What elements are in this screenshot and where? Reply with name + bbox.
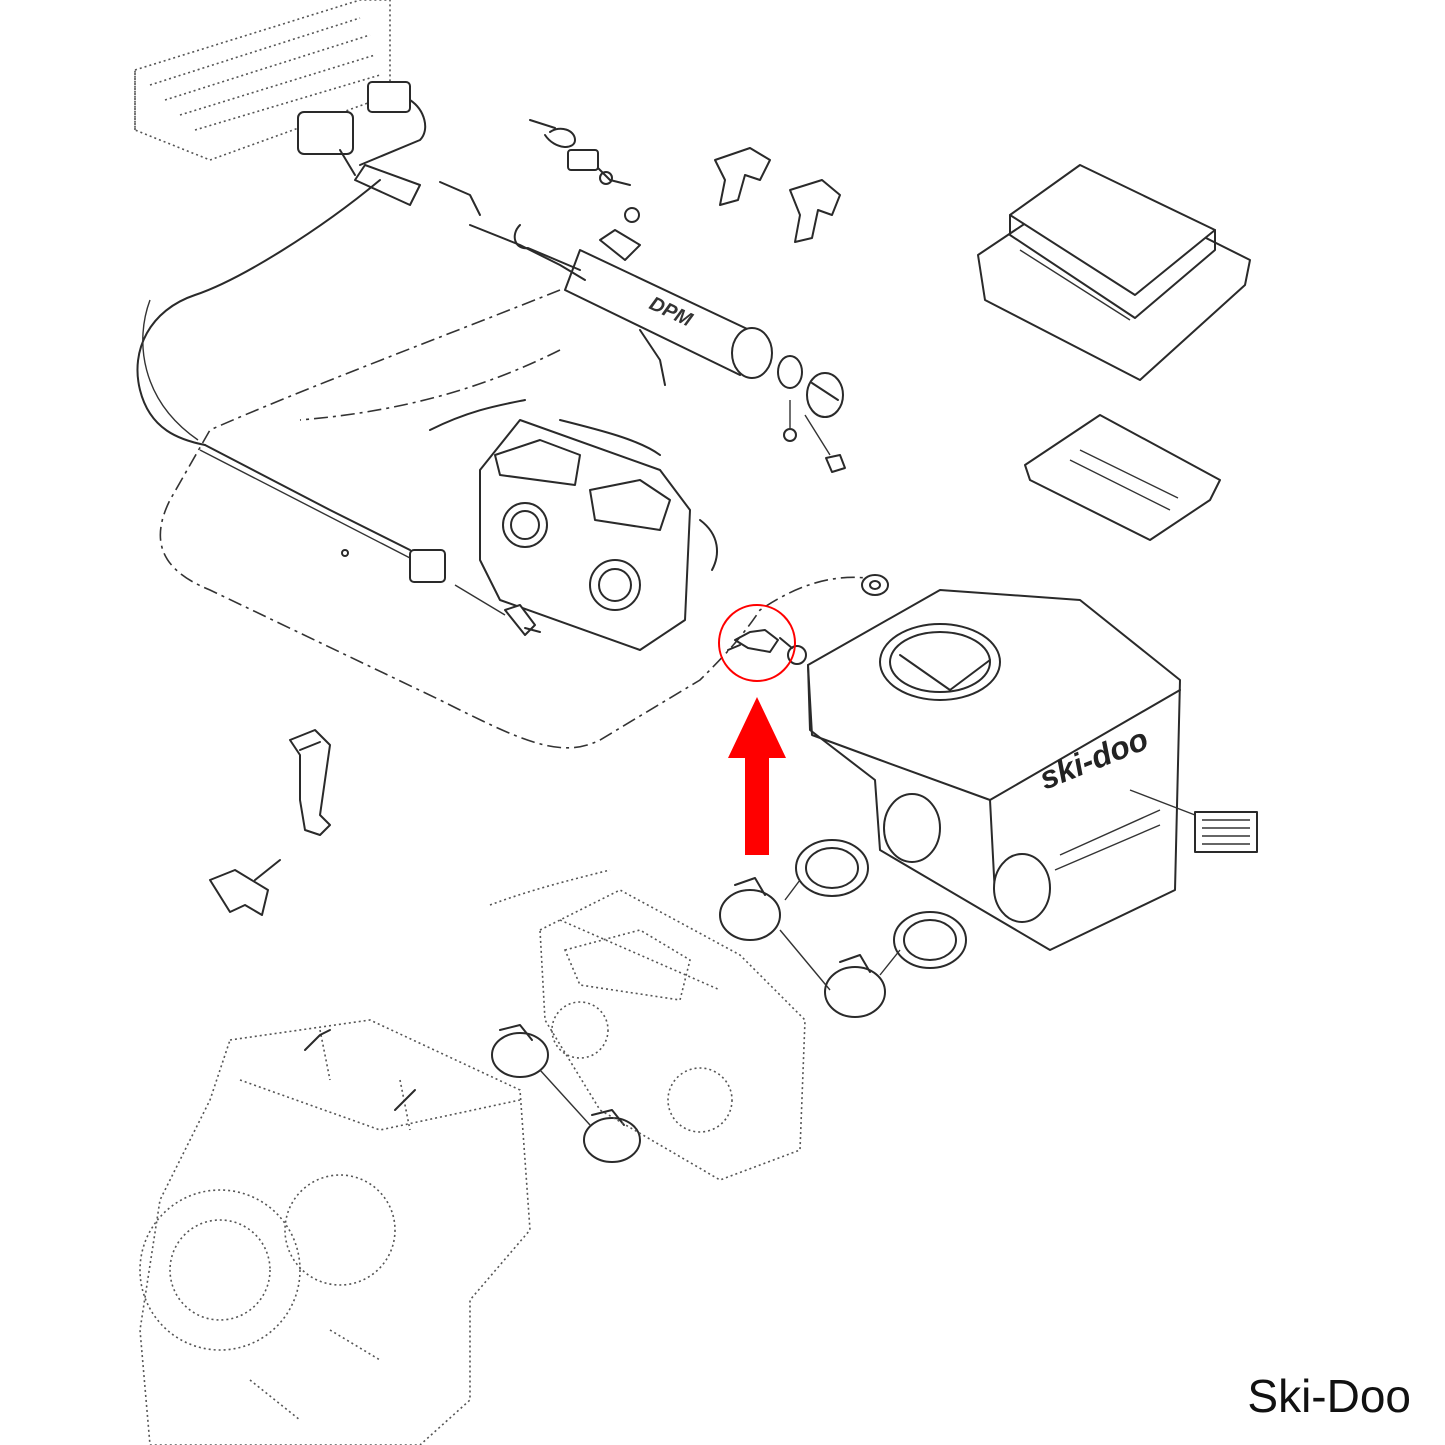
- leader-lines: [454, 400, 901, 1126]
- strap-and-bracket: [209, 729, 331, 916]
- carburetor-lower: [489, 869, 806, 1181]
- highlighted-fitting: [727, 629, 807, 665]
- wiring-connectors: [297, 81, 427, 206]
- mounting-plate: [1024, 414, 1221, 541]
- retaining-clips: [714, 147, 841, 243]
- air-filter: [977, 164, 1251, 381]
- warning-decal: [1194, 811, 1258, 853]
- intake-adapters: [491, 839, 967, 1163]
- airbox-silencer: ski-doo: [807, 589, 1196, 951]
- carburetor-upper: [429, 399, 718, 651]
- screws-and-fittings: [439, 119, 640, 223]
- grommet: [861, 574, 889, 596]
- wire-harness: [136, 179, 446, 583]
- fuel-rail: DPM: [469, 224, 773, 386]
- rail-end-cap: [777, 355, 846, 473]
- engine-block: [139, 1019, 531, 1445]
- callout-circle: [718, 604, 796, 682]
- up-arrow-icon: [728, 697, 786, 855]
- assembly-outline: [159, 289, 881, 749]
- brand-caption: Ski-Doo: [1247, 1370, 1411, 1422]
